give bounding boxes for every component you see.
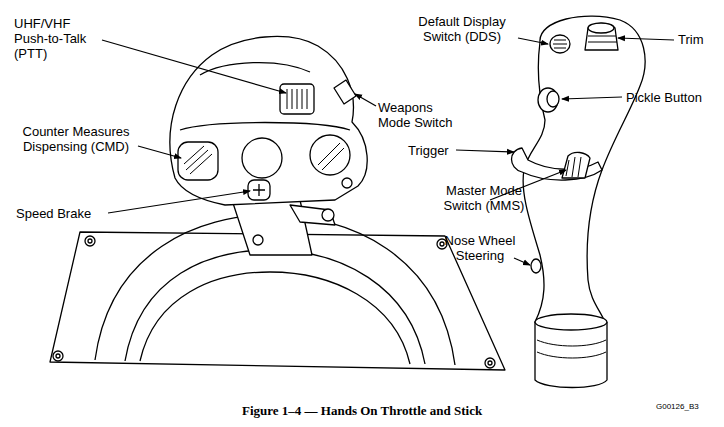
- figure-caption: Figure 1–4 — Hands On Throttle and Stick: [242, 403, 482, 419]
- callout-label: Pickle Button: [626, 90, 702, 105]
- callout-label: Default Display Switch (DDS): [408, 14, 516, 44]
- callout-label: Trigger: [408, 143, 449, 158]
- callout-label: Trim: [678, 32, 704, 47]
- callout-label: Nose Wheel Steering: [440, 233, 520, 263]
- figure-code: G00126_B3: [656, 402, 699, 411]
- callout-label: Weapons Mode Switch: [378, 100, 462, 130]
- throttle-grip: [170, 36, 367, 205]
- callout-label: Speed Brake: [16, 206, 91, 221]
- callout-label: Master Mode Switch (MMS): [432, 183, 536, 213]
- callout-label: UHF/VHF Push-to-Talk (PTT): [14, 16, 106, 61]
- callout-label: Counter Measures Dispensing (CMD): [14, 124, 138, 154]
